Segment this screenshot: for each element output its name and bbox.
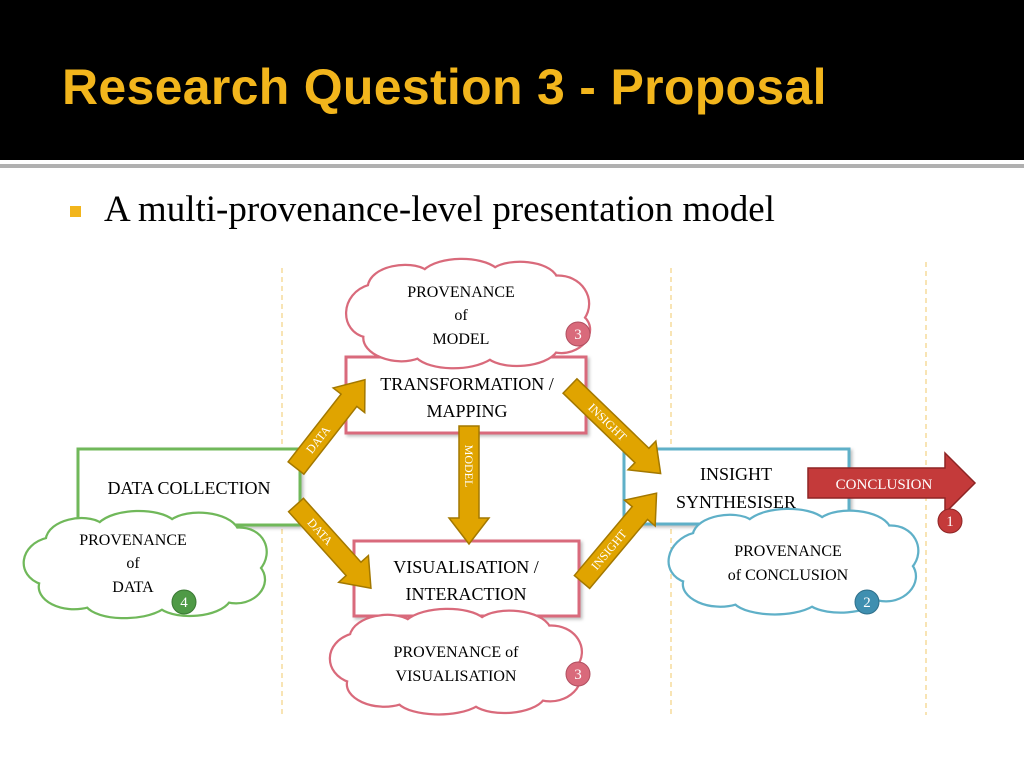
provenance-data-label: of <box>126 555 140 572</box>
data-collection-label: DATA COLLECTION <box>107 478 270 498</box>
provenance-model-label: of <box>454 307 468 324</box>
visualisation-label: VISUALISATION / <box>393 557 539 577</box>
model-label: MODEL <box>462 445 476 488</box>
transformation-label: MAPPING <box>426 401 507 421</box>
provenance-data-label: PROVENANCE <box>79 532 187 549</box>
provenance-visualisation-label: PROVENANCE of <box>394 644 520 661</box>
provenance-data-cloud: PROVENANCE of DATA <box>22 509 268 620</box>
badge-model-number: 3 <box>574 327 582 343</box>
badge-data: 4 <box>171 589 197 615</box>
badge-data-number: 4 <box>180 595 188 611</box>
badge-output-number: 1 <box>946 514 954 530</box>
bullet-text: A multi-provenance-level presentation mo… <box>104 189 775 230</box>
visualisation-label: INTERACTION <box>406 584 527 604</box>
badge-visualisation: 3 <box>565 661 591 687</box>
badge-conclusion-number: 2 <box>863 595 871 611</box>
provenance-conclusion-cloud: PROVENANCE of CONCLUSION <box>667 507 920 616</box>
provenance-conclusion-label: of CONCLUSION <box>728 567 849 584</box>
insight-down-label: INSIGHT <box>585 400 630 444</box>
insight-synthesiser-label: INSIGHT <box>700 464 772 484</box>
provenance-visualisation-cloud: PROVENANCE of VISUALISATION <box>328 607 583 716</box>
provenance-data-label: DATA <box>112 579 154 596</box>
badge-model: 3 <box>565 321 591 347</box>
badge-visualisation-number: 3 <box>574 667 582 683</box>
provenance-model-cloud: PROVENANCE of MODEL <box>345 257 592 370</box>
title-divider <box>0 164 1024 168</box>
provenance-model-label: MODEL <box>433 331 490 348</box>
visualisation-box <box>352 539 581 618</box>
conclusion-label: CONCLUSION <box>836 477 933 493</box>
badge-output: 1 <box>937 508 963 534</box>
model-arrow: MODEL <box>447 425 491 546</box>
badge-conclusion: 2 <box>854 589 880 615</box>
transformation-label: TRANSFORMATION / <box>380 374 554 394</box>
insight-synthesiser-label: SYNTHESISER <box>676 492 796 512</box>
title-bar <box>0 0 1024 160</box>
insight-up-arrow: INSIGHT <box>573 492 658 590</box>
provenance-visualisation-label: VISUALISATION <box>396 668 517 685</box>
data-down-arrow: DATA <box>287 497 372 590</box>
provenance-conclusion-label: PROVENANCE <box>734 543 842 560</box>
slide-title: Research Question 3 - Proposal <box>62 59 827 115</box>
provenance-model-label: PROVENANCE <box>407 284 515 301</box>
bullet-marker <box>70 206 81 217</box>
conclusion-arrow: CONCLUSION <box>807 451 977 515</box>
